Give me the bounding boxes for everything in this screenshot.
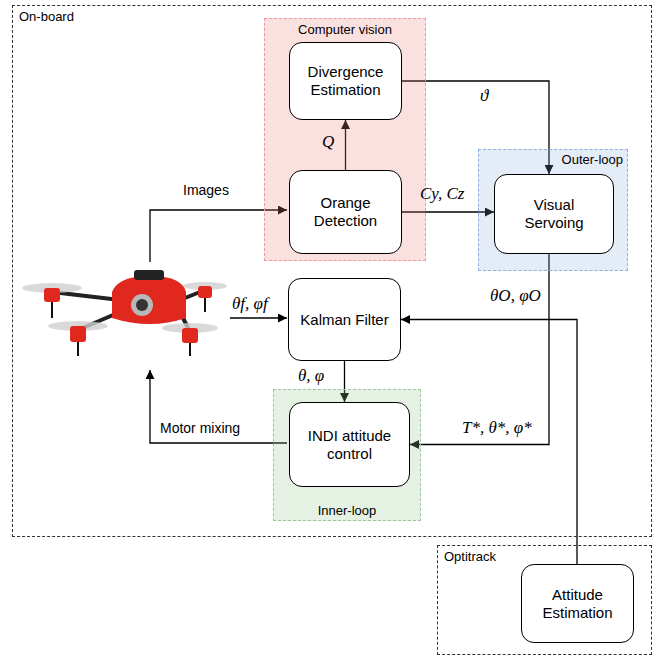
region-title: Computer vision	[265, 22, 425, 37]
process-box: INDI attitude control	[289, 402, 410, 487]
signal-label: T*, θ*, φ*	[462, 418, 532, 438]
motor-wire	[150, 370, 287, 443]
group-region: On-boardComputer visionDivergence Estima…	[12, 5, 652, 537]
process-box: Orange Detection	[289, 170, 402, 254]
box-label: Kalman Filter	[300, 311, 388, 329]
box-label: INDI attitude control	[298, 427, 401, 463]
process-box: Divergence Estimation	[289, 42, 402, 120]
attitude-wire	[230, 317, 287, 318]
group-region: Inner-loop INDI attitude control	[273, 389, 421, 521]
signal-label: Images	[183, 182, 229, 198]
group-region: Computer visionDivergence EstimationOran…	[264, 18, 426, 261]
process-box: Visual Servoing	[494, 174, 614, 254]
process-box: Kalman Filter	[288, 278, 401, 361]
region-title: Inner-loop	[274, 503, 420, 518]
box-label: Visual Servoing	[503, 196, 605, 232]
box-label: Orange Detection	[298, 194, 393, 230]
box-label: Attitude Estimation	[530, 586, 625, 622]
region-title: Outer-loop	[562, 152, 623, 167]
box-label: Divergence Estimation	[298, 63, 393, 99]
process-box: Attitude Estimation	[521, 564, 634, 643]
drone	[22, 270, 227, 356]
signal-label: Motor mixing	[160, 420, 240, 436]
signal-arrow	[401, 320, 577, 565]
region-title: Optitrack	[444, 549, 496, 564]
signal-label: Q	[322, 132, 334, 152]
signal-label: θO, φO	[490, 286, 541, 306]
signal-label: θ, φ	[298, 366, 324, 386]
group-region: Outer-loopVisual Servoing	[478, 149, 628, 271]
signal-label: Cy, Cz	[420, 184, 464, 204]
region-title: On-board	[19, 9, 74, 24]
signal-label: ϑ	[480, 86, 488, 106]
signal-label: θf, φf	[232, 294, 268, 314]
signal-arrow	[410, 254, 549, 445]
group-region: OptitrackAttitude Estimation	[437, 545, 652, 655]
